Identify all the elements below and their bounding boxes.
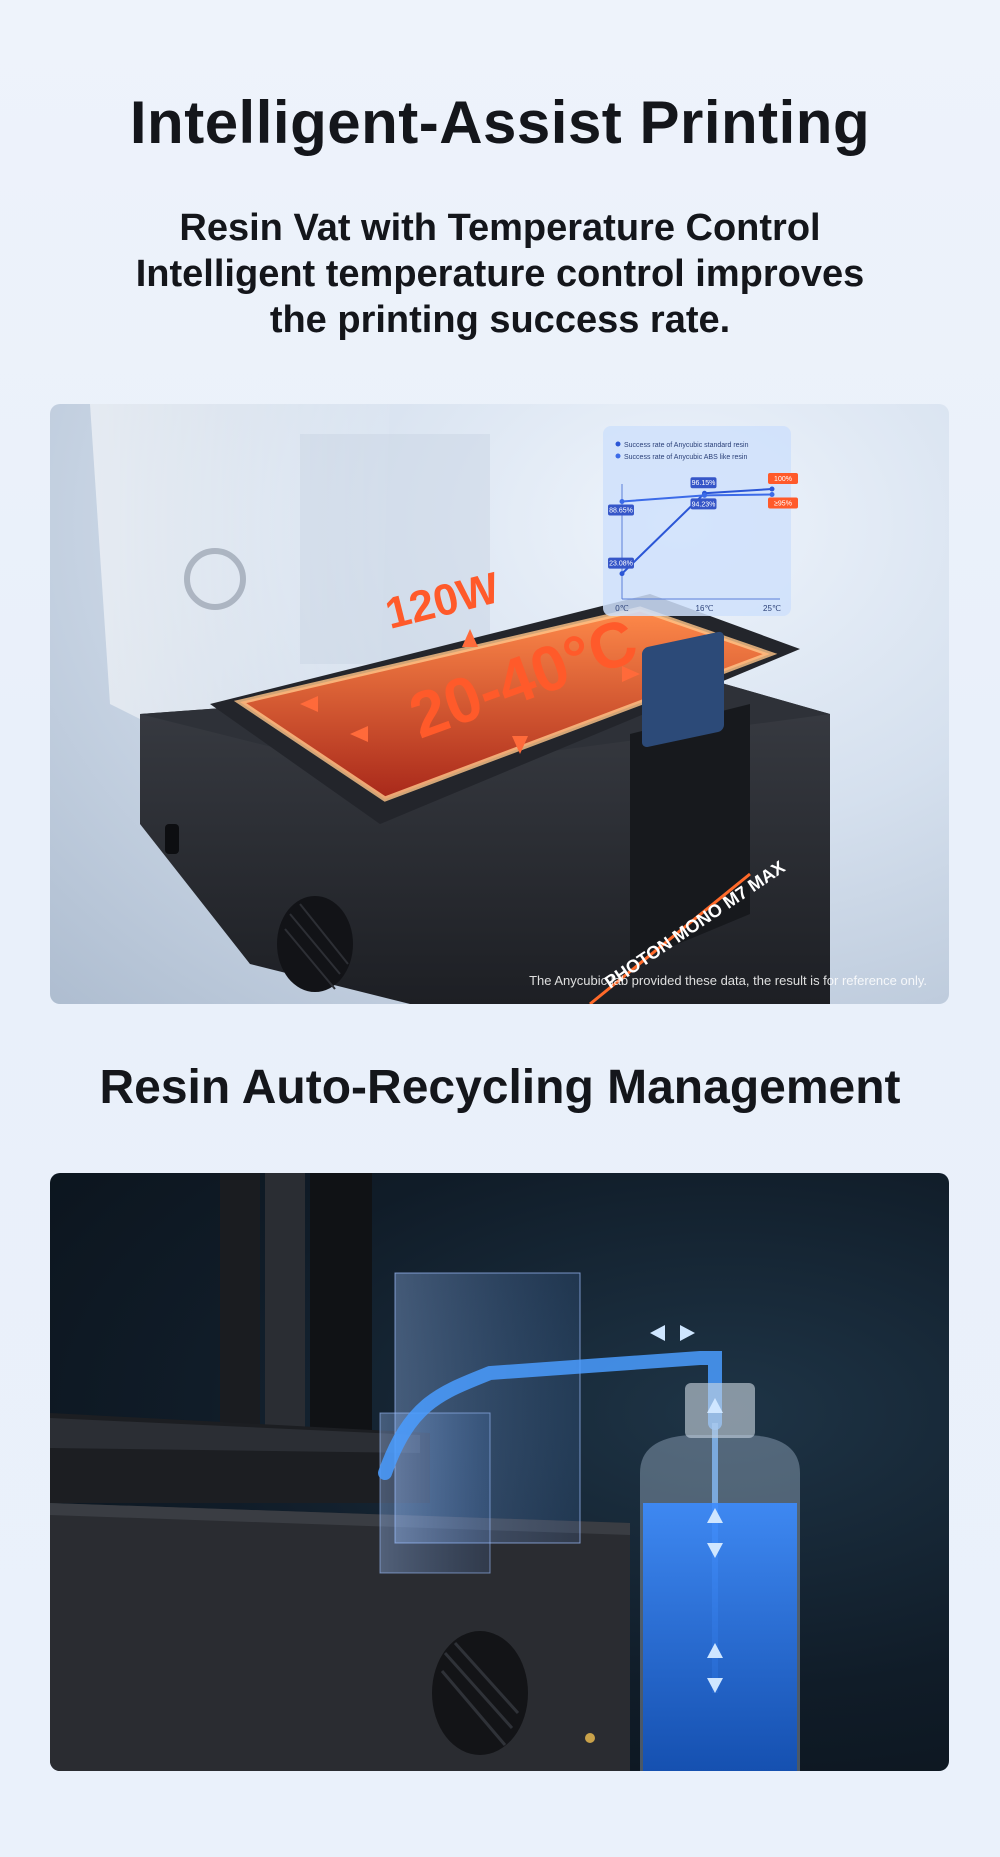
data-label-bg xyxy=(608,557,634,569)
x-tick-label: 16℃ xyxy=(696,604,714,613)
data-point xyxy=(769,486,775,492)
recycling-image xyxy=(50,1173,949,1771)
touchscreen xyxy=(642,631,724,748)
data-label-bg xyxy=(768,497,798,509)
legend-dot-2 xyxy=(615,453,621,459)
data-label: 94.23% xyxy=(692,501,716,508)
x-tick-label: 25℃ xyxy=(763,604,781,613)
flow-arrows xyxy=(650,1325,723,1693)
data-label: 23.08% xyxy=(609,561,633,568)
data-point xyxy=(619,498,625,504)
indicator-light xyxy=(585,1733,595,1743)
subtitle-line-3: the printing success rate. xyxy=(269,299,731,341)
vent-slots xyxy=(440,1641,520,1746)
heated-resin xyxy=(240,609,770,799)
knob xyxy=(184,548,246,610)
success-rate-chart: Success rate of Anycubic standard resinS… xyxy=(603,426,798,616)
data-label: 100% xyxy=(774,476,792,483)
power-switch xyxy=(165,824,179,854)
subtitle-line-2: Intelligent temperature control improves xyxy=(135,253,865,295)
vent-slots xyxy=(284,903,349,990)
data-label-bg xyxy=(768,473,798,484)
resin-in-bottle xyxy=(643,1503,797,1771)
recycling-illustration xyxy=(50,1173,800,1771)
vat-illustration: 120W 20-40°C PHOTON MONO M7 MAX Success … xyxy=(90,404,830,1004)
data-point xyxy=(769,492,775,497)
subtitle-line-1: Resin Vat with Temperature Control xyxy=(179,207,821,249)
chart-marks: 23.08% 96.15% 100% 88.65% 94.23% ≥95% xyxy=(608,473,798,577)
heater-glow-edge xyxy=(233,606,778,802)
page-title: Intelligent-Assist Printing xyxy=(129,89,871,156)
data-label-bg xyxy=(690,498,717,510)
x-tick-label: 0℃ xyxy=(615,604,628,613)
z-rail-mid xyxy=(265,1173,305,1473)
section-title-recycling: Resin Auto-Recycling Management xyxy=(99,1061,901,1114)
data-point xyxy=(619,571,625,577)
vat-image: 120W 20-40°C PHOTON MONO M7 MAX Success … xyxy=(50,404,949,1004)
chart-card-bg xyxy=(603,426,791,616)
data-point xyxy=(702,492,707,498)
chart-legend: Success rate of Anycubic standard resinS… xyxy=(615,441,749,461)
legend-label-2: Success rate of Anycubic ABS like resin xyxy=(624,454,747,461)
disclaimer: The Anycubic lab provided these data, th… xyxy=(529,973,927,988)
legend-dot-1 xyxy=(615,441,621,447)
data-label: ≥95% xyxy=(774,501,792,508)
data-label-bg xyxy=(608,504,634,516)
legend-label-1: Success rate of Anycubic standard resin xyxy=(624,442,749,449)
data-label-bg xyxy=(690,477,717,489)
data-label: 96.15% xyxy=(692,480,716,487)
vat-rim xyxy=(50,1418,420,1453)
data-label: 88.65% xyxy=(609,507,633,514)
z-axis-column xyxy=(300,434,490,664)
recycling-tube xyxy=(378,1351,722,1480)
accent-stripe xyxy=(589,872,751,1004)
subtitle: Resin Vat with Temperature Control Intel… xyxy=(0,205,1000,343)
